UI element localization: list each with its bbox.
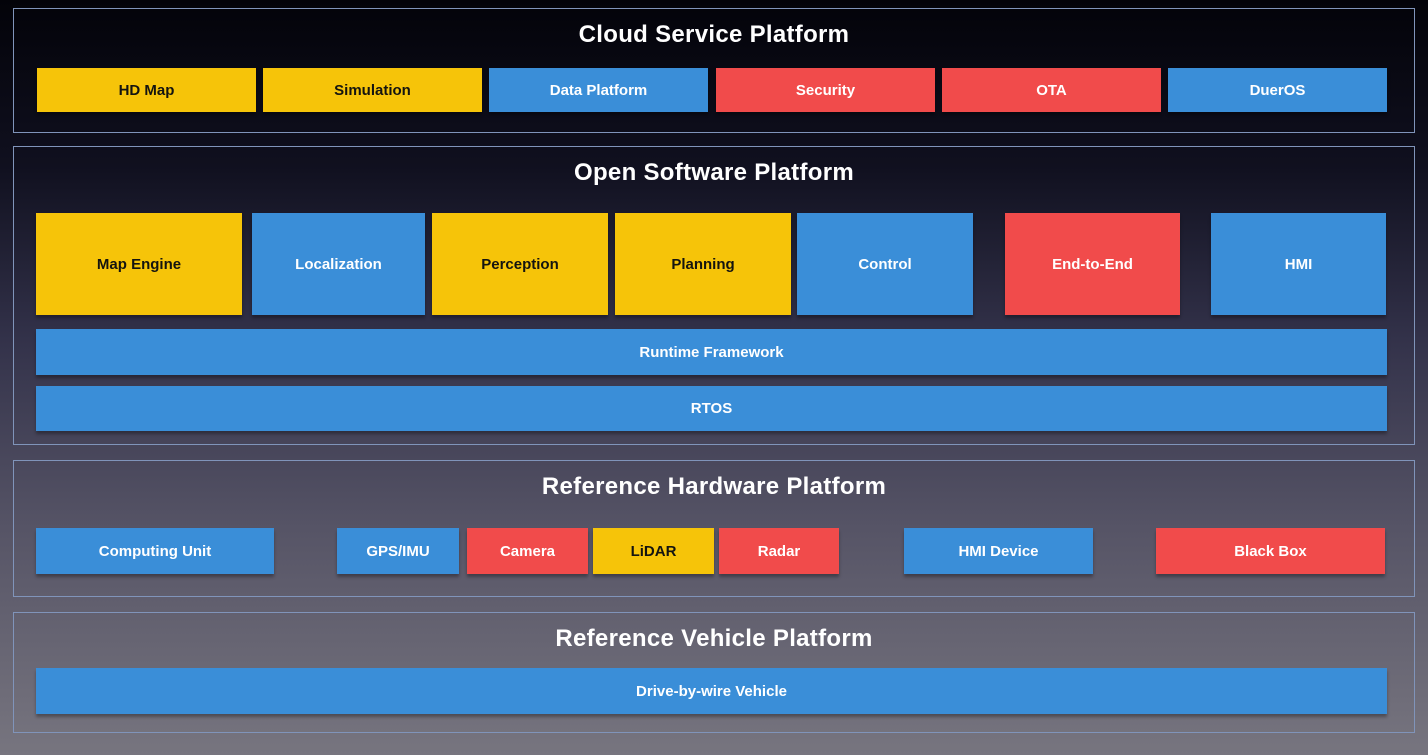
node-gps-imu: GPS/IMU: [337, 528, 459, 574]
node-simulation: Simulation: [263, 68, 482, 112]
node-data-platform: Data Platform: [489, 68, 708, 112]
node-map-engine: Map Engine: [36, 213, 242, 315]
section-title-cloud: Cloud Service Platform: [578, 21, 850, 48]
node-hmi-device: HMI Device: [904, 528, 1093, 574]
node-computing-unit: Computing Unit: [36, 528, 274, 574]
node-black-box: Black Box: [1156, 528, 1385, 574]
section-open-software-platform: Open Software Platform Map Engine Locali…: [13, 146, 1415, 445]
section-title-hardware: Reference Hardware Platform: [541, 473, 887, 500]
node-hd-map: HD Map: [37, 68, 256, 112]
node-radar: Radar: [719, 528, 839, 574]
layer-drive-by-wire-vehicle: Drive-by-wire Vehicle: [36, 668, 1387, 714]
node-end-to-end: End-to-End: [1005, 213, 1180, 315]
section-reference-hardware-platform: Reference Hardware Platform Computing Un…: [13, 460, 1415, 597]
section-title-software: Open Software Platform: [574, 159, 854, 186]
layer-runtime-framework: Runtime Framework: [36, 329, 1387, 375]
node-ota: OTA: [942, 68, 1161, 112]
section-cloud-service-platform: Cloud Service Platform HD Map Simulation…: [13, 8, 1415, 133]
node-lidar: LiDAR: [593, 528, 714, 574]
node-perception: Perception: [432, 213, 608, 315]
node-hmi: HMI: [1211, 213, 1386, 315]
node-security: Security: [716, 68, 935, 112]
section-reference-vehicle-platform: Reference Vehicle Platform Drive-by-wire…: [13, 612, 1415, 733]
node-dueros: DuerOS: [1168, 68, 1387, 112]
node-control: Control: [797, 213, 973, 315]
node-localization: Localization: [252, 213, 425, 315]
node-planning: Planning: [615, 213, 791, 315]
node-camera: Camera: [467, 528, 588, 574]
layer-rtos: RTOS: [36, 386, 1387, 431]
section-title-vehicle: Reference Vehicle Platform: [555, 625, 873, 652]
